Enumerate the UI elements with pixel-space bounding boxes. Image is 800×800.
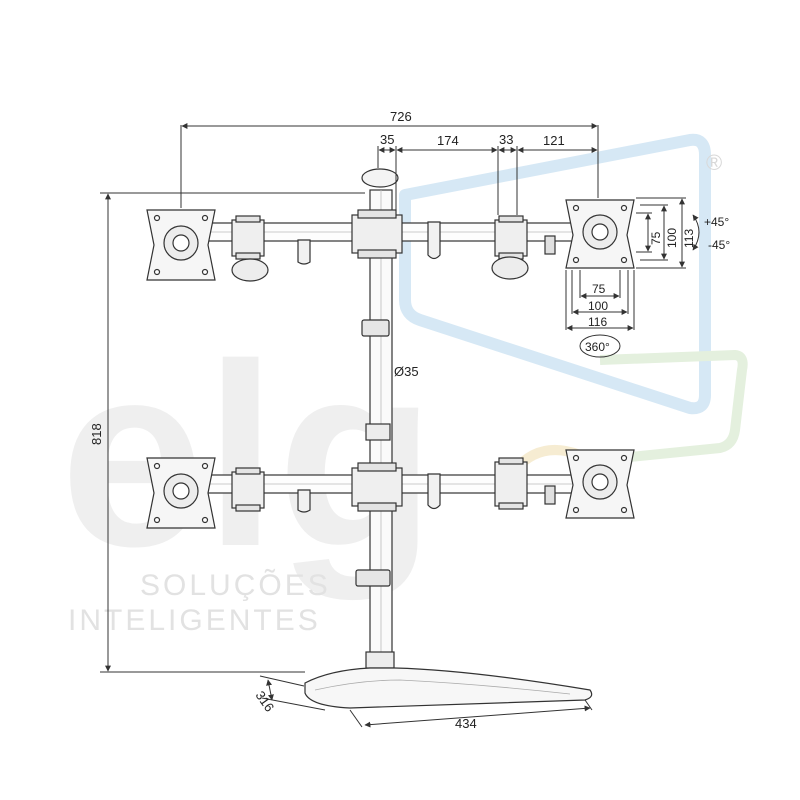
upper-left-joint — [231, 219, 265, 257]
lower-cable-clip — [427, 473, 441, 510]
dim-tilt-up: +45° — [704, 215, 729, 229]
dim-base-width: 434 — [455, 716, 477, 731]
registered-mark: ® — [706, 150, 722, 175]
upper-knob-left — [231, 258, 269, 282]
pole-cap — [361, 168, 399, 188]
base — [304, 667, 593, 709]
dim-base-depth: 316 — [253, 688, 278, 714]
rotation-arc — [579, 334, 621, 358]
vesa-plate-lower-left — [146, 457, 216, 529]
upper-cable-clip — [427, 221, 441, 260]
dim-total-width: 726 — [390, 109, 412, 124]
dimension-lines — [100, 123, 700, 728]
dim-clamp-width: 33 — [499, 132, 513, 147]
pole-foot — [365, 651, 395, 669]
lower-left-joint — [231, 471, 265, 509]
dim-vesa-75-w: 75 — [592, 282, 606, 296]
dim-arm-span: 174 — [437, 133, 459, 148]
upper-right-joint — [494, 219, 528, 257]
dim-vesa-75-h: 75 — [649, 231, 663, 245]
upper-cable-clip — [297, 239, 311, 265]
dim-vesa-116-w: 116 — [588, 315, 607, 329]
upper-knob-right — [491, 256, 529, 280]
dim-total-height: 818 — [89, 423, 104, 445]
vesa-plate-upper-left — [146, 209, 216, 281]
pole-collar — [365, 423, 391, 441]
dim-pole-diameter: Ø35 — [394, 364, 419, 379]
dim-head-span: 121 — [543, 133, 565, 148]
pole-collar — [361, 319, 390, 337]
stand-drawing — [146, 168, 635, 709]
vesa-plate-upper-right — [565, 199, 635, 269]
dim-vesa-113-h: 113 — [682, 229, 696, 248]
dim-vesa-100-h: 100 — [665, 228, 679, 248]
watermark-tagline-1: SOLUÇÕES — [140, 568, 331, 602]
watermark-shape-green — [599, 350, 748, 465]
dim-tilt-down: -45° — [708, 238, 730, 252]
lower-right-joint — [494, 461, 528, 507]
lower-cable-clip — [297, 489, 311, 513]
lower-center-clamp — [351, 467, 403, 507]
upper-center-clamp — [351, 214, 403, 254]
tilt-arc — [692, 214, 700, 251]
dim-pole-offset: 35 — [380, 132, 394, 147]
watermark-tagline-2: INTELIGENTES — [68, 604, 321, 637]
dim-rotation: 360° — [585, 340, 610, 354]
pole-collar — [355, 569, 391, 587]
watermark-shape-blue — [399, 133, 711, 415]
dim-vesa-100-w: 100 — [588, 299, 608, 313]
vesa-plate-lower-right — [565, 449, 635, 519]
